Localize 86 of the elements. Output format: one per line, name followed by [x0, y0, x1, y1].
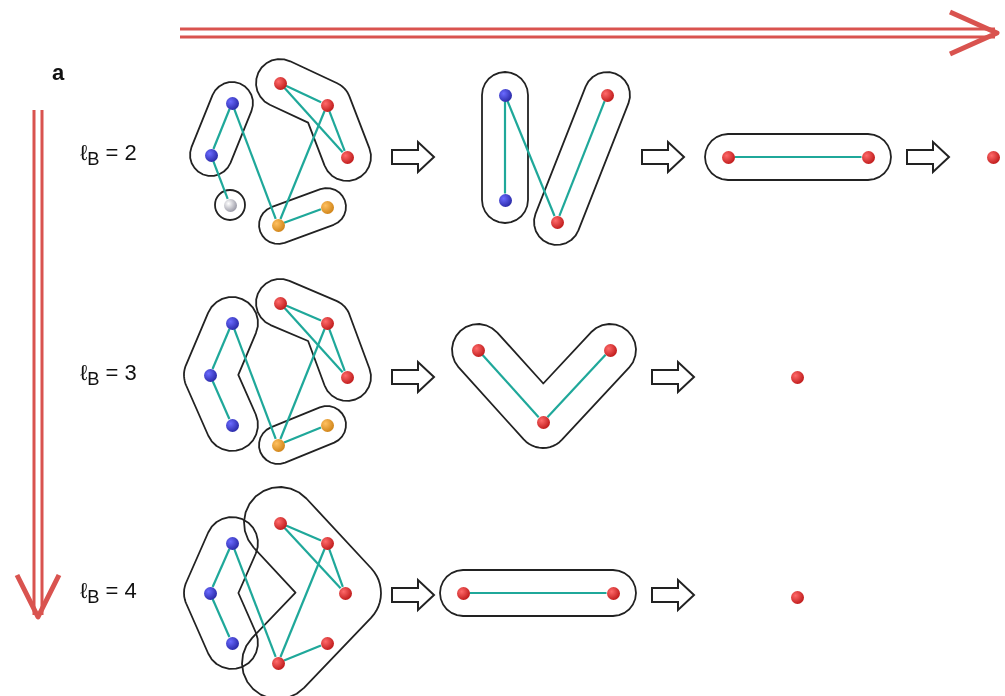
edge-line — [283, 87, 344, 153]
edge-line — [283, 307, 344, 373]
node-dot — [225, 418, 239, 432]
node-dot — [861, 150, 875, 164]
edge-line — [734, 155, 862, 159]
cluster-boundary — [254, 57, 373, 183]
cluster-boundary — [450, 322, 638, 450]
node-dot — [204, 148, 218, 162]
edge-line — [328, 328, 346, 372]
node-dot — [203, 368, 217, 382]
edge-line — [211, 548, 231, 588]
edge-line — [469, 591, 607, 595]
edge-line — [481, 354, 540, 418]
node-dot — [320, 200, 334, 214]
edge-line — [283, 426, 322, 444]
edge-line — [233, 328, 277, 440]
node-dot — [600, 88, 614, 102]
edge-line — [506, 100, 556, 217]
edge-line — [558, 100, 606, 217]
edge-line — [211, 328, 231, 370]
node-dot — [340, 370, 354, 384]
edge-line — [283, 644, 322, 662]
node-dot — [338, 586, 352, 600]
node-dot — [498, 193, 512, 207]
node-dot — [550, 215, 564, 229]
cluster-boundary — [480, 70, 530, 225]
cluster-boundary — [703, 132, 893, 182]
edge-line — [285, 84, 322, 104]
cluster-boundary — [213, 188, 247, 222]
node-dot — [271, 438, 285, 452]
edge-line — [279, 110, 326, 220]
cluster-boundary — [188, 80, 255, 178]
edge-line — [233, 108, 277, 220]
node-dot — [606, 586, 620, 600]
edge-line — [285, 524, 322, 542]
node-dot — [721, 150, 735, 164]
node-dot — [320, 418, 334, 432]
node-dot — [456, 586, 470, 600]
cluster-boundary — [182, 515, 260, 671]
node-dot — [273, 296, 287, 310]
cluster-boundary — [257, 186, 348, 246]
cluster-boundary — [182, 295, 260, 453]
node-dot — [340, 150, 354, 164]
node-dot — [471, 343, 485, 357]
node-dot — [536, 415, 550, 429]
edge-line — [285, 304, 322, 322]
node-dot — [225, 636, 239, 650]
edge-line — [283, 527, 342, 589]
edge-line — [279, 548, 326, 658]
node-dot — [273, 516, 287, 530]
edge-line — [212, 108, 231, 150]
node-dot — [320, 636, 334, 650]
node-dot — [498, 88, 512, 102]
edge-line — [211, 380, 231, 420]
edge-line — [328, 548, 344, 588]
row-label: ℓ$_{B}$ = 4 — [80, 578, 137, 609]
panel-letter: a — [52, 60, 65, 86]
cluster-boundary — [254, 277, 373, 403]
node-dot — [225, 96, 239, 110]
cluster-boundary — [257, 404, 348, 466]
edge-line — [546, 354, 607, 418]
edge-line — [328, 110, 346, 152]
node-dot — [603, 343, 617, 357]
edge-line — [503, 101, 507, 194]
node-dot — [225, 316, 239, 330]
node-dot — [271, 656, 285, 670]
edge-line — [279, 328, 326, 440]
node-dot — [320, 98, 334, 112]
row-label: ℓ$_{B}$ = 2 — [80, 140, 137, 171]
edge-line — [233, 548, 277, 658]
node-dot — [273, 76, 287, 90]
node-dot — [320, 536, 334, 550]
node-dot — [790, 590, 804, 604]
edge-line — [211, 598, 231, 638]
node-dot — [790, 370, 804, 384]
cluster-boundary — [240, 485, 383, 696]
row-label: ℓ$_{B}$ = 3 — [80, 360, 137, 391]
cluster-boundary — [438, 568, 638, 618]
node-dot — [225, 536, 239, 550]
edge-line — [283, 208, 322, 224]
node-dot — [203, 586, 217, 600]
node-dot — [223, 198, 237, 212]
node-dot — [271, 218, 285, 232]
cluster-boundary — [532, 70, 632, 247]
node-dot — [986, 150, 1000, 164]
node-dot — [320, 316, 334, 330]
